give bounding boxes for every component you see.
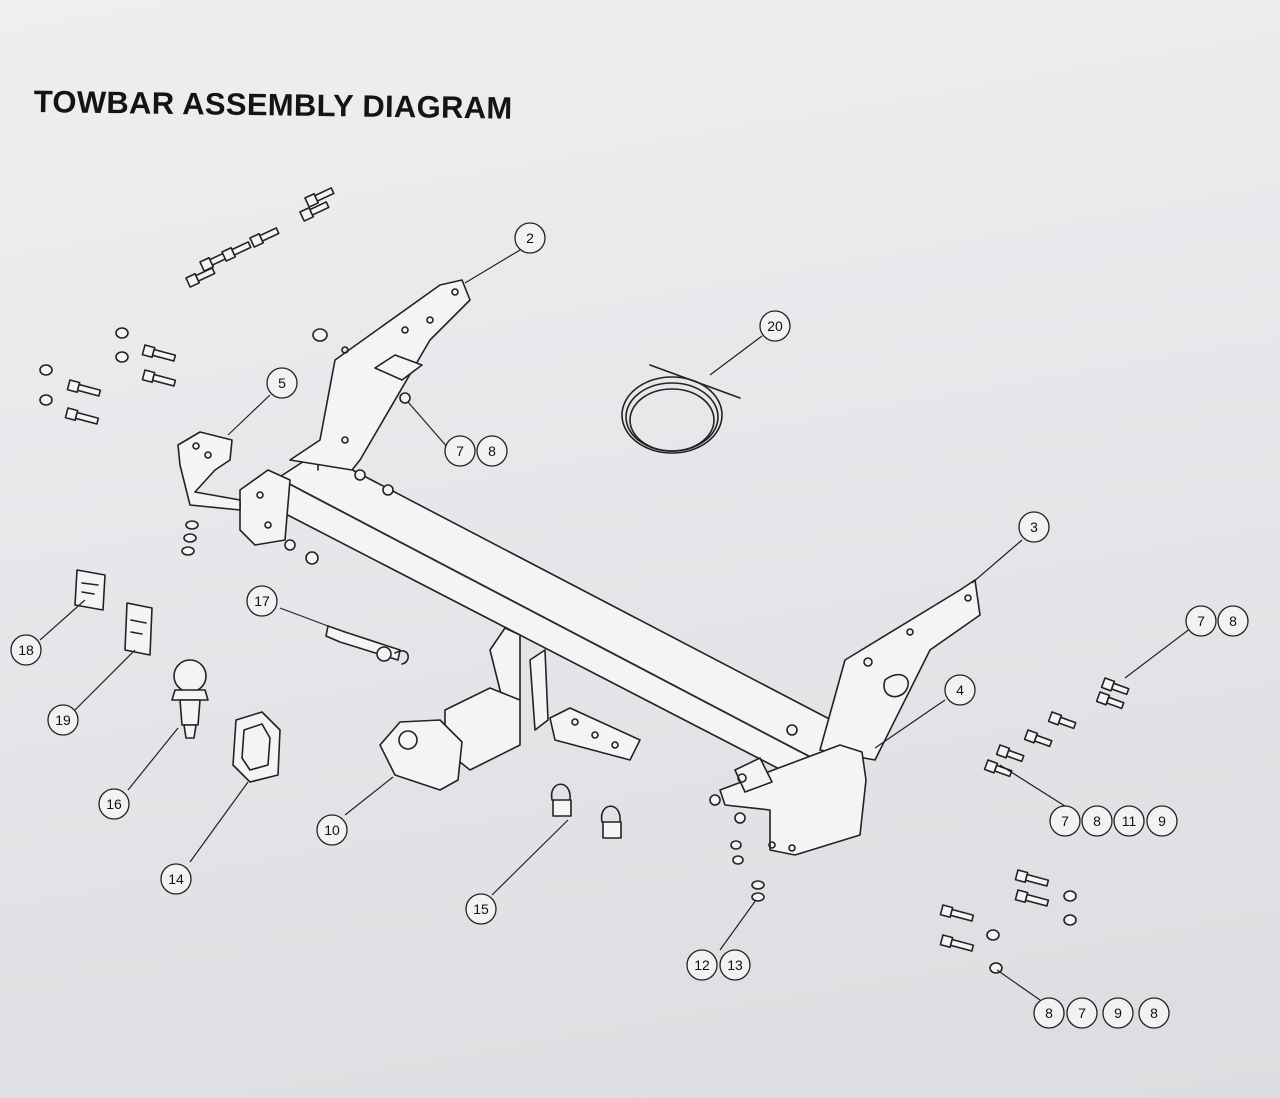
spacer-plate [374,354,423,404]
callout-3: 3 [1018,511,1050,543]
svg-text:8: 8 [1150,1005,1158,1021]
callout-2: 2 [514,222,546,254]
svg-text:4: 4 [956,682,964,698]
svg-text:15: 15 [473,901,489,917]
svg-text:19: 19 [55,712,71,728]
svg-text:20: 20 [767,318,783,334]
callout-17: 17 [246,585,278,617]
svg-text:16: 16 [106,796,122,812]
callout-7-8-11-9: 7 8 11 9 [1049,805,1178,837]
hitch-receiver [444,627,641,771]
svg-text:14: 14 [168,871,184,887]
wire-coil [621,364,741,454]
callout-7-8-upper: 7 8 [444,435,508,467]
svg-text:5: 5 [278,375,286,391]
svg-text:18: 18 [18,642,34,658]
svg-text:17: 17 [254,593,270,609]
callout-12-13: 12 13 [686,949,751,981]
left-bracket [239,279,471,546]
right-bracket [719,579,981,856]
receiver-cover [232,711,281,783]
callout-20: 20 [759,310,791,342]
bolts-top-left [185,187,335,288]
callout-7-8-right: 7 8 [1185,605,1249,637]
shackles [550,783,622,839]
svg-text:10: 10 [324,822,340,838]
svg-text:7: 7 [1061,813,1069,829]
bolts-left [39,327,328,425]
callout-14: 14 [160,863,192,895]
callout-5: 5 [266,367,298,399]
nuts-bottom [709,724,798,902]
svg-text:9: 9 [1158,813,1166,829]
callout-18: 18 [10,634,42,666]
warning-labels [74,569,153,656]
svg-text:7: 7 [456,443,464,459]
hitch-ball [171,659,209,739]
bolts-right [983,677,1130,778]
svg-text:8: 8 [1045,1005,1053,1021]
bracket-5 [177,431,241,511]
svg-text:12: 12 [694,957,710,973]
svg-text:13: 13 [727,957,743,973]
svg-text:9: 9 [1114,1005,1122,1021]
callout-10: 10 [316,814,348,846]
svg-text:7: 7 [1078,1005,1086,1021]
svg-text:8: 8 [1093,813,1101,829]
svg-text:8: 8 [488,443,496,459]
hitch-pin [325,625,409,665]
tongue-10 [379,719,463,791]
svg-text:8: 8 [1229,613,1237,629]
callout-19: 19 [47,704,79,736]
svg-text:3: 3 [1030,519,1038,535]
bolts-bottom-right [939,869,1077,974]
svg-text:2: 2 [526,230,534,246]
callout-8-7-9-8: 8 7 9 8 [1033,997,1170,1029]
svg-text:11: 11 [1122,813,1137,829]
svg-text:7: 7 [1197,613,1205,629]
callout-4: 4 [944,674,976,706]
leader-lines [39,249,1196,1001]
callout-16: 16 [98,788,130,820]
callout-15: 15 [465,893,497,925]
nuts-left [181,469,394,565]
